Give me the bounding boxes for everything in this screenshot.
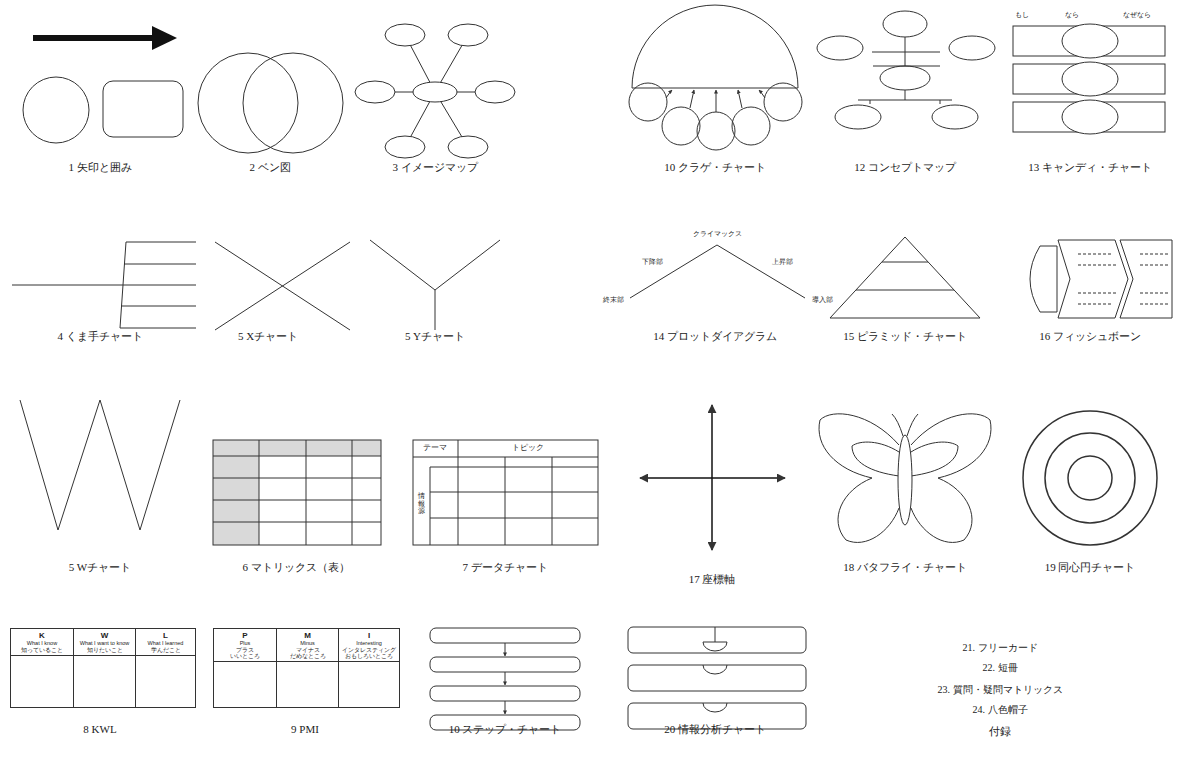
arrow-and-enclosures	[23, 26, 183, 143]
column-letter: I	[340, 631, 398, 640]
organizer-column: PPlusプラスいいところ	[213, 628, 277, 708]
jellyfish-chart	[629, 5, 802, 150]
chart-label: 15 ピラミッド・チャート	[843, 330, 967, 343]
column-header: IInterestingインタレスティングおもしろいところ	[339, 629, 399, 662]
column-text: Interesting	[340, 640, 398, 646]
chart-label: 下降部	[642, 258, 663, 266]
chart-label: 7 データチャート	[462, 561, 547, 574]
image-map	[355, 24, 515, 158]
chart-label: 情報源	[418, 493, 425, 516]
chart-label: 14 プロットダイアグラム	[653, 330, 777, 343]
column-text: 知っていること	[12, 647, 72, 653]
chart-label: 付録	[989, 725, 1011, 738]
chart-label: 19 同心円チャート	[1045, 561, 1136, 574]
pyramid-chart	[830, 237, 980, 318]
organizer-column: IInterestingインタレスティングおもしろいところ	[338, 628, 400, 708]
column-header: WWhat I want to know知りたいこと	[74, 629, 135, 656]
column-text: プラス	[215, 647, 275, 653]
chart-label: 3 イメージマップ	[392, 161, 477, 174]
chart-label: 23. 質問・疑問マトリックス	[938, 684, 1063, 696]
organizer-column: WWhat I want to know知りたいこと	[73, 628, 136, 708]
column-text: 知りたいこと	[75, 647, 134, 653]
chart-label: 12 コンセプトマップ	[854, 161, 956, 174]
venn-diagram	[198, 53, 343, 153]
organizer-column: KWhat I know知っていること	[10, 628, 74, 708]
data-chart-table	[413, 440, 598, 545]
chart-label: 5 Wチャート	[69, 561, 131, 574]
chart-label: 6 マトリックス（表）	[242, 561, 349, 574]
column-text: What I know	[12, 640, 72, 646]
chart-label: 10 ステップ・チャート	[449, 723, 562, 736]
column-letter: W	[75, 631, 134, 640]
plot-diagram	[630, 245, 805, 298]
chart-label: 10 クラゲ・チャート	[664, 161, 766, 174]
column-text: Plus	[215, 640, 275, 646]
column-header: KWhat I know知っていること	[11, 629, 73, 656]
x-chart	[215, 242, 350, 330]
y-chart	[370, 240, 500, 330]
w-chart	[20, 400, 180, 530]
column-text: インタレスティング	[340, 647, 398, 653]
candy-chart	[1013, 24, 1165, 134]
chart-label: クライマックス	[693, 230, 742, 238]
column-letter: K	[12, 631, 72, 640]
chart-label: 導入部	[812, 296, 833, 304]
column-text: Minus	[278, 640, 337, 646]
chart-label: 17 座標軸	[689, 573, 736, 586]
chart-label: 5 Xチャート	[238, 330, 298, 343]
chart-label: 1 矢印と囲み	[68, 161, 131, 174]
chart-label: 22. 短冊	[983, 662, 1018, 674]
chart-label: トピック	[512, 443, 544, 453]
chart-label: なら	[1065, 11, 1079, 19]
matrix-table	[213, 440, 381, 545]
column-text: おもしろいところ	[340, 653, 398, 659]
concept-map	[817, 11, 995, 129]
chart-label: 5 Yチャート	[405, 330, 465, 343]
column-letter: L	[137, 631, 194, 640]
rake-chart	[12, 242, 196, 328]
chart-label: 24. 八色帽子	[973, 704, 1028, 716]
column-header: MMinusマイナスだめなところ	[277, 629, 338, 662]
chart-label: 4 くま手チャート	[57, 330, 142, 343]
column-header: PPlusプラスいいところ	[214, 629, 276, 662]
chart-label: なぜなら	[1123, 11, 1151, 19]
chart-label: 18 バタフライ・チャート	[843, 561, 967, 574]
chart-label: もし	[1015, 11, 1029, 19]
organizer-column: LWhat I learned学んだこと	[135, 628, 196, 708]
column-text: What I want to know	[75, 640, 134, 646]
information-analysis-chart	[628, 627, 806, 729]
chart-label: 16 フィッシュボーン	[1039, 330, 1141, 343]
chart-label: 9 PMI	[291, 723, 319, 736]
chart-label: 21. フリーカード	[963, 642, 1038, 654]
chart-label: 上昇部	[772, 258, 793, 266]
chart-label: 8 KWL	[83, 723, 116, 736]
column-letter: P	[215, 631, 275, 640]
column-letter: M	[278, 631, 337, 640]
coordinate-axes	[640, 405, 785, 550]
chart-label: 20 情報分析チャート	[664, 723, 766, 736]
fishbone-chart	[1030, 240, 1172, 318]
column-text: マイナス	[278, 647, 337, 653]
organizer-column: MMinusマイナスだめなところ	[276, 628, 339, 708]
concentric-circles	[1023, 411, 1157, 545]
column-text: What I learned	[137, 640, 194, 646]
chart-label: 2 ベン図	[249, 161, 290, 174]
column-text: いいところ	[215, 653, 275, 659]
column-header: LWhat I learned学んだこと	[136, 629, 195, 656]
chart-label: 13 キャンディ・チャート	[1028, 161, 1152, 174]
chart-label: 終末部	[603, 296, 624, 304]
chart-label: テーマ	[423, 443, 447, 453]
step-chart	[430, 628, 580, 730]
column-text: 学んだこと	[137, 647, 194, 653]
column-text: だめなところ	[278, 653, 337, 659]
butterfly-chart	[819, 414, 991, 543]
